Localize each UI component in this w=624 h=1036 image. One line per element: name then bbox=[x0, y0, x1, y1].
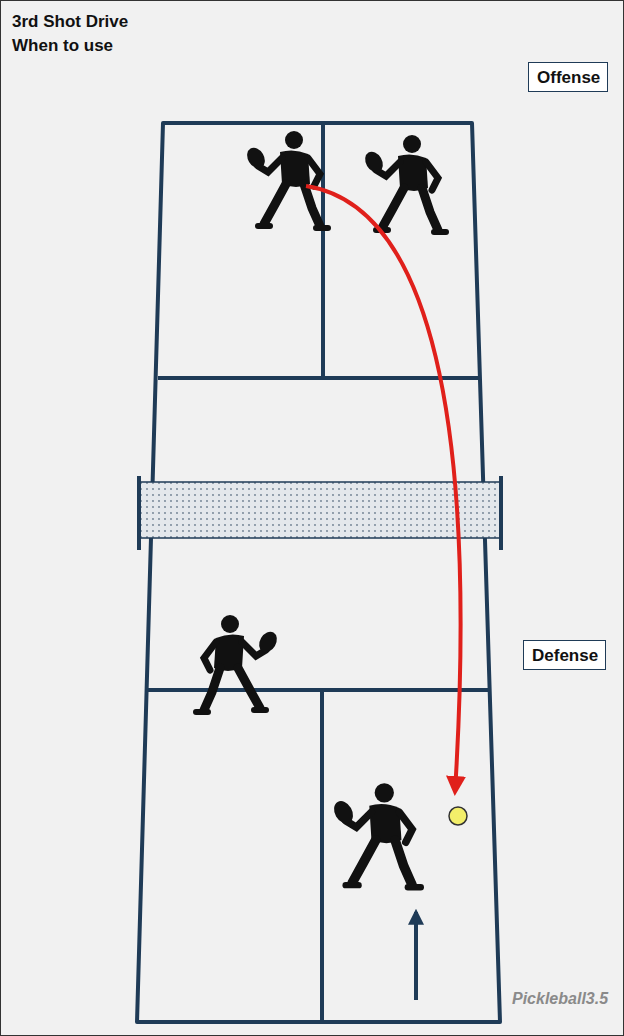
side-label-box: Offense bbox=[528, 62, 608, 92]
watermark: Pickleball3.5 bbox=[512, 990, 608, 1008]
title: 3rd Shot Drive When to use bbox=[12, 10, 147, 58]
side-label: Offense bbox=[537, 68, 599, 88]
side-label-box: Defense bbox=[523, 640, 606, 670]
side-label: Defense bbox=[532, 646, 597, 666]
